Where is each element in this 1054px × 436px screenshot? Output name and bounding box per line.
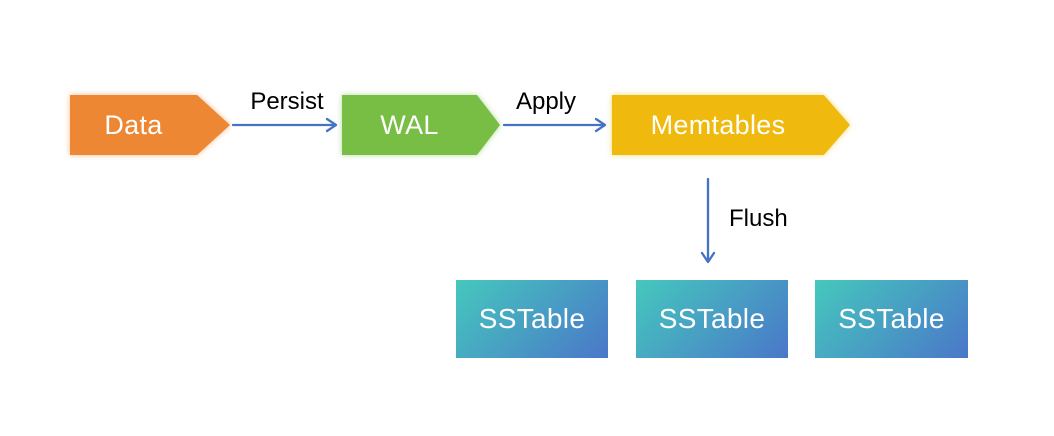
data-node-label: Data [104,109,163,140]
node-sstable-1: SSTable [456,280,608,358]
memtables-node-label: Memtables [650,109,786,140]
right-arrow-icon [502,117,607,133]
node-memtables: Memtables [612,95,850,155]
node-data: Data [70,95,230,155]
wal-node-label: WAL [380,109,439,140]
data-pentagon-shape: Data [70,95,230,155]
wal-pentagon-shape: WAL [342,95,500,155]
memtables-pentagon-shape: Memtables [612,95,850,155]
flush-edge-label: Flush [729,205,788,232]
sstable-3-label: SSTable [838,303,945,334]
sstable-2-label: SSTable [658,303,766,334]
node-sstable-2: SSTable [636,280,788,358]
node-wal: WAL [342,95,500,155]
persist-edge-label: Persist [250,88,324,115]
sstable-1-label: SSTable [478,303,586,334]
apply-edge-label: Apply [515,88,577,115]
down-arrow-icon [700,177,716,264]
node-sstable-3: SSTable [815,280,968,358]
right-arrow-icon [231,117,338,133]
